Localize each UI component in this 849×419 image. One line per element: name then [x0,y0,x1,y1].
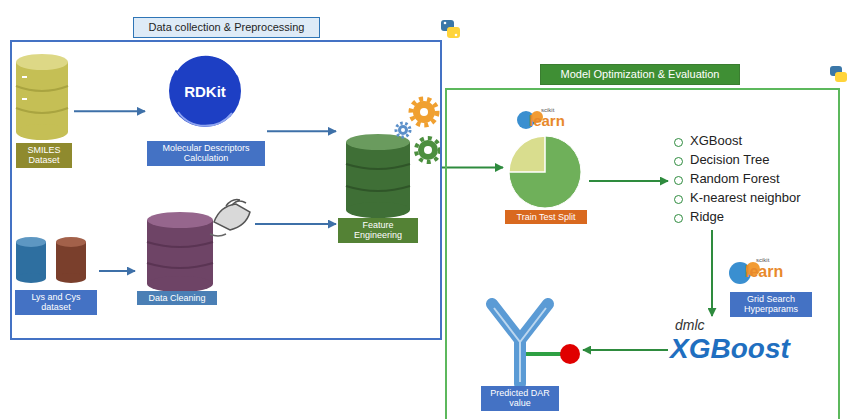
dataset-node: SMILES Dataset [14,52,74,174]
node-label: Train Test Split [505,210,587,224]
python-logo [441,20,460,38]
node-label: Predicted DAR value [481,386,559,411]
region-title: Data collection & Preprocessing [133,17,320,38]
node-label: Molecular Descriptors Calculation [147,141,265,166]
model-list: XGBoostDecision TreeRandom ForestK-neare… [668,132,830,230]
list-bullet [674,176,683,185]
list-item: Decision Tree [690,153,828,168]
gear-icon [396,99,440,162]
connector-arrow [442,167,503,169]
node-label: Lys and Cys dataset [15,290,97,315]
list-item: Random Forest [690,172,828,187]
node-label: Grid Search Hyperparams [730,292,812,317]
connector-arrow [711,230,713,316]
antibody-icon [492,304,580,384]
connector-arrow [583,349,668,351]
region-panel: Data collection & PreprocessingSMILES Da… [10,40,442,340]
database-cylinder [16,237,86,283]
list-bullet [674,138,683,147]
cleaning-node: Data Cleaning [135,198,255,310]
logo-text: learn [529,112,565,129]
node-label: SMILES Dataset [16,143,72,168]
list-bullet [674,214,683,223]
rdkit-node: RDKitMolecular Descriptors Calculation [145,55,267,168]
xgboost-logo: dmlcXGBoost [668,316,794,372]
pie-chart [509,136,581,208]
prediction-node: Predicted DAR value [478,293,583,413]
python-logo [830,66,847,82]
wipe-icon [210,200,250,236]
connector-arrow [74,110,145,112]
database-cylinder [346,134,410,218]
feature-node: Feature Engineering [336,95,442,250]
connector-arrow [255,223,336,225]
rdkit-logo [169,54,241,127]
database-cylinder [16,54,68,140]
logo-text: scikit [756,257,769,264]
list-bullet [674,195,683,204]
connector-arrow [589,180,668,182]
logo-text: RDKit [169,83,241,100]
node-label: Feature Engineering [338,218,418,243]
node-label: Data Cleaning [137,291,217,305]
region-panel: Model Optimization & EvaluationTrain Tes… [445,88,840,419]
list-item: Ridge [690,210,828,225]
connector-arrow [99,270,135,272]
dataset-node: Lys and Cys dataset [13,232,99,322]
database-cylinder [147,212,213,292]
list-bullet [674,157,683,166]
list-item: XGBoost [690,134,828,149]
logo-text: dmlc [675,317,725,333]
logo-text: learn [745,263,783,281]
region-title: Model Optimization & Evaluation [540,64,740,85]
connector-arrow [267,130,336,132]
logo-text: XGBoost [670,333,792,365]
list-item: K-nearest neighbor [690,191,828,206]
